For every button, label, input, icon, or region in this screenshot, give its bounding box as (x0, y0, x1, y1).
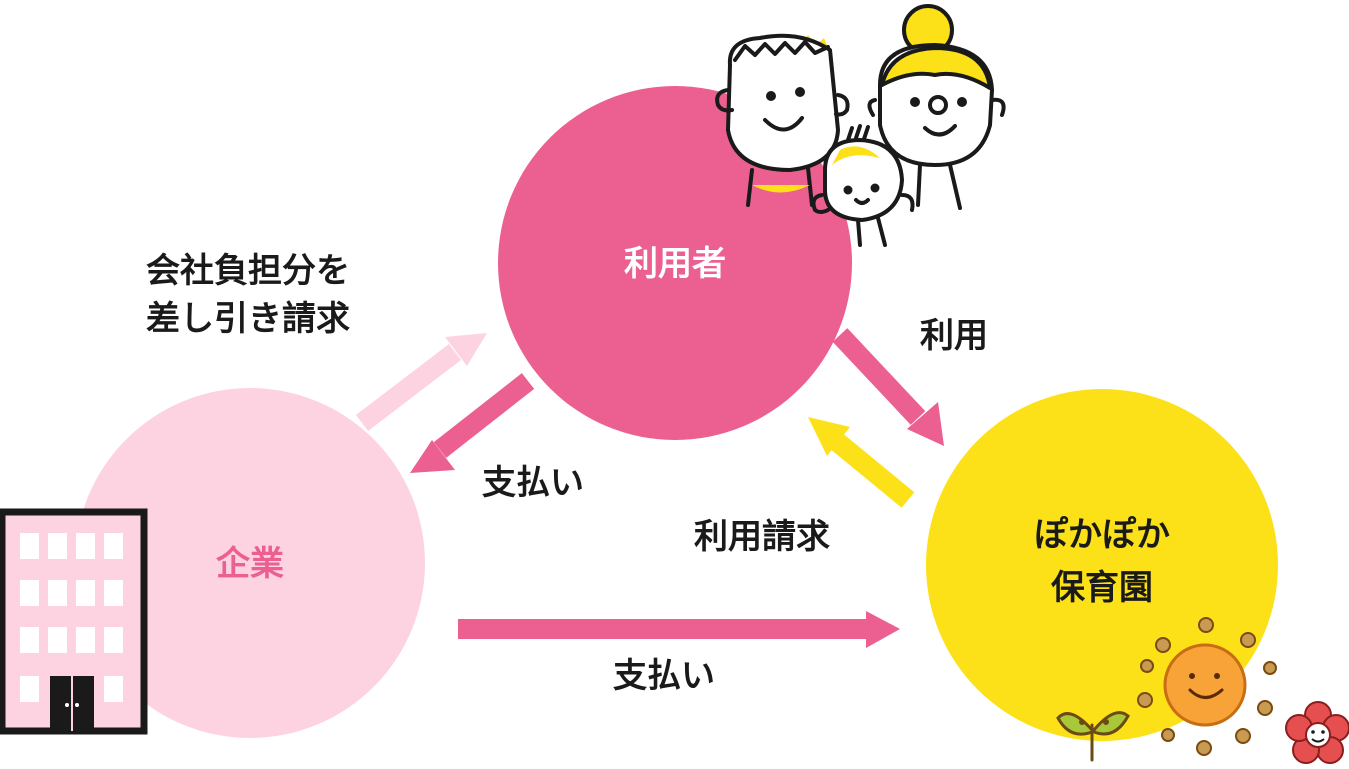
office-building-icon (0, 508, 148, 735)
company-to-nursery-label: 支払い (613, 656, 715, 696)
flower-icon (1285, 701, 1349, 764)
nursery-node-label-line1: ぽかぽか (1034, 515, 1170, 555)
user-node-label: 利用者 (624, 244, 726, 284)
family-illustration-icon (715, 4, 1006, 247)
company-circle (75, 388, 425, 738)
nursery-node-label-line2: 保育園 (1051, 568, 1153, 608)
sprout-icon (1056, 711, 1130, 762)
smiling-sun-icon (1137, 617, 1277, 756)
company-node-label: 企業 (216, 544, 284, 584)
user-to-company-label: 支払い (482, 463, 584, 503)
arrow-user-to-company (410, 373, 535, 473)
arrow-company-to-user (355, 333, 487, 431)
user-circle (498, 86, 852, 440)
nursery-to-user-label: 利用請求 (694, 517, 830, 557)
arrow-company-to-nursery (458, 611, 900, 648)
arrow-nursery-to-user (808, 417, 915, 508)
company-to-user-label-line2: 差し引き請求 (146, 299, 350, 339)
company-to-user-label-line1: 会社負担分を (146, 251, 350, 291)
user-to-nursery-label: 利用 (920, 316, 988, 356)
arrow-user-to-nursery (832, 328, 944, 446)
